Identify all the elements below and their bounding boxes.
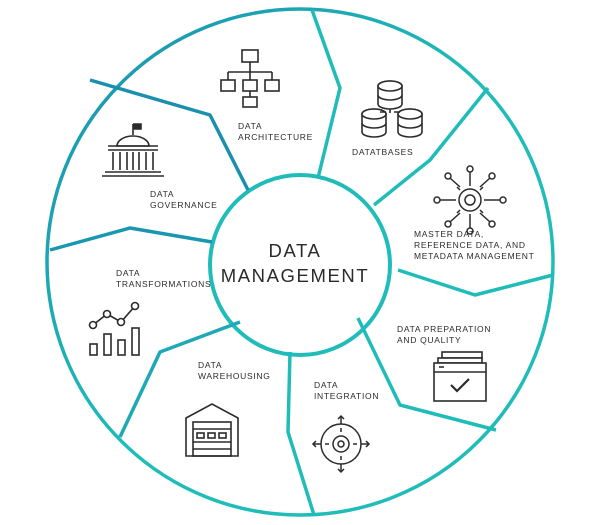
segment-label-transformations: DATA TRANSFORMATIONS: [116, 268, 211, 290]
segment-label-line: MASTER DATA,: [414, 229, 484, 239]
segment-label-line: DATA: [198, 360, 223, 370]
divider-governance-architecture: [89, 78, 250, 191]
segment-label-line: METADATA MANAGEMENT: [414, 251, 535, 261]
segment-label-master: MASTER DATA, REFERENCE DATA, AND METADAT…: [414, 229, 535, 262]
segment-label-line: DATA: [238, 121, 263, 131]
segment-label-line: DATATBASES: [352, 147, 414, 157]
segment-label-governance: DATA GOVERNANCE: [150, 189, 217, 211]
government-building-icon: [102, 123, 164, 177]
center-circle: [208, 173, 392, 357]
segment-label-architecture: DATA ARCHITECTURE: [238, 121, 313, 143]
segment-label-line: ARCHITECTURE: [238, 132, 313, 142]
segment-label-line: REFERENCE DATA, AND: [414, 240, 526, 250]
network-gear-icon: [433, 165, 507, 235]
segment-label-line: DATA PREPARATION: [397, 324, 492, 334]
divider-master-preparation: [397, 268, 554, 297]
hierarchy-icon: [220, 49, 280, 108]
segment-label-warehousing: DATA WAREHOUSING: [198, 360, 271, 382]
segment-label-preparation: DATA PREPARATION AND QUALITY: [397, 324, 491, 346]
divider-architecture-databases: [310, 9, 342, 179]
divider-databases-master: [372, 86, 490, 207]
divider-preparation-integration: [356, 317, 497, 432]
integration-gear-icon: [311, 414, 371, 474]
checklist-window-icon: [433, 351, 487, 402]
center-title-line1: DATA: [268, 240, 322, 261]
segment-label-line: INTEGRATION: [314, 391, 380, 401]
segment-label-line: DATA: [116, 268, 141, 278]
center-title-line2: MANAGEMENT: [220, 265, 370, 286]
segment-label-line: TRANSFORMATIONS: [116, 279, 212, 289]
outer-ring: [45, 7, 555, 517]
divider-warehousing-transformations: [118, 320, 241, 438]
segment-label-line: DATA: [314, 380, 339, 390]
segment-label-integration: DATA INTEGRATION: [314, 380, 379, 402]
segment-label-line: AND QUALITY: [397, 335, 462, 345]
divider-transformations-governance: [49, 226, 213, 252]
line-bar-chart-icon: [88, 301, 140, 356]
center-title: DATA MANAGEMENT: [195, 238, 395, 288]
segment-label-line: WAREHOUSING: [198, 371, 271, 381]
warehouse-icon: [185, 403, 239, 457]
segment-label-databases: DATATBASES: [352, 147, 413, 158]
database-icon: [361, 80, 423, 138]
divider-integration-warehousing: [286, 351, 316, 516]
segment-label-line: DATA: [150, 189, 175, 199]
segment-label-line: GOVERNANCE: [150, 200, 218, 210]
